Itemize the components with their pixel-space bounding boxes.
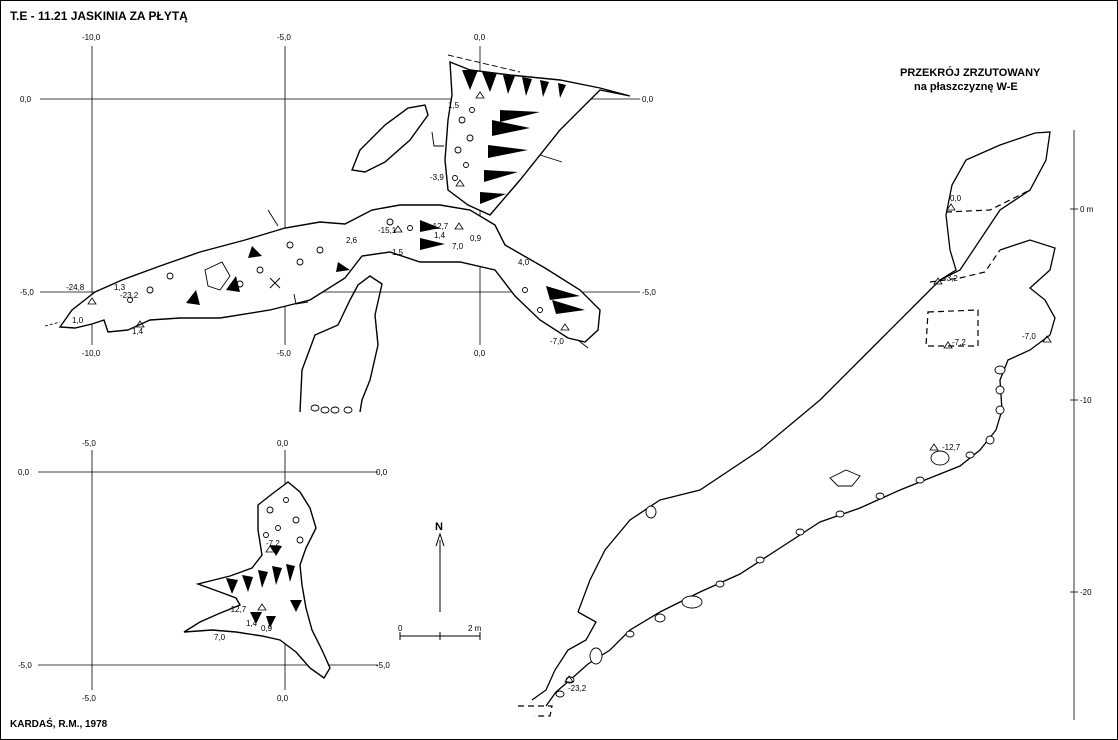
depth-label: 4,0 — [518, 258, 530, 267]
grid-label: 0,0 — [376, 468, 388, 477]
depth-label: -7,2 — [266, 539, 280, 548]
grid-label: -5,0 — [82, 439, 96, 448]
grid-label: -5,0 — [277, 349, 291, 358]
depth-label: -7,0 — [550, 337, 564, 346]
profile-axis — [1070, 130, 1078, 720]
grid-label: -10,0 — [82, 33, 101, 42]
plan-main-markers — [44, 54, 589, 349]
north-arrow — [435, 532, 445, 612]
profile-blocks — [555, 365, 1006, 698]
depth-label: 1,5 — [392, 248, 404, 257]
depth-label: -23,2 — [568, 684, 587, 693]
grid-label: 0,0 — [20, 95, 32, 104]
plan-main-cave — [58, 60, 631, 413]
depth-label: 1,3 — [114, 283, 126, 292]
grid-label: -5,0 — [277, 33, 291, 42]
grid-label: -10,0 — [82, 349, 101, 358]
depth-label: 0,9 — [261, 624, 273, 633]
depth-label: -12,7 — [228, 605, 247, 614]
plan-main-blocks — [127, 107, 543, 414]
grid-label: -5,0 — [642, 288, 656, 297]
profile-tick: -10 — [1080, 396, 1092, 405]
plan-main-hatching — [186, 70, 585, 314]
scale-start: 0 — [398, 624, 403, 633]
profile-stations — [564, 203, 1052, 683]
depth-label: -3,9 — [430, 173, 444, 182]
profile-tick: 0 m — [1080, 205, 1094, 214]
profile-tick: -20 — [1080, 588, 1092, 597]
depth-label: -24,8 — [66, 283, 85, 292]
grid-label: -5,0 — [82, 694, 96, 703]
depth-label: 1,5 — [448, 101, 460, 110]
map-title: T.E - 11.21 JASKINIA ZA PŁYTĄ — [10, 9, 188, 23]
scale-end: 2 m — [468, 624, 482, 633]
depth-label: 0,0 — [950, 194, 962, 203]
depth-label: -12,7 — [942, 443, 961, 452]
plan-detail-blocks — [263, 497, 304, 544]
grid-label: 0,0 — [474, 349, 486, 358]
plan-detail-cave — [183, 481, 331, 680]
scale-bar — [399, 632, 481, 640]
plan-main-stations — [87, 91, 570, 331]
depth-label: 1,4 — [132, 327, 144, 336]
grid-label: 0,0 — [277, 694, 289, 703]
north-label: N — [435, 521, 443, 533]
grid-label: 0,0 — [642, 95, 654, 104]
grid-label: -5,0 — [376, 661, 390, 670]
author-credit: KARDAŚ, R.M., 1978 — [10, 717, 108, 730]
depth-label: 7,0 — [452, 242, 464, 251]
grid-label: -5,0 — [20, 288, 34, 297]
depth-label: -15,1 — [378, 226, 397, 235]
depth-label: 7,0 — [214, 633, 226, 642]
depth-label: 2,6 — [346, 236, 358, 245]
depth-label: -7,2 — [952, 338, 966, 347]
depth-label: -23,2 — [120, 291, 139, 300]
depth-label: 0,9 — [470, 234, 482, 243]
depth-label: 1,0 — [72, 316, 84, 325]
depth-label: -12,7 — [430, 222, 449, 231]
profile-cave — [531, 131, 1056, 707]
depth-label: 1,4 — [246, 619, 258, 628]
depth-label: 1,4 — [434, 231, 446, 240]
grid-label: -5,0 — [18, 661, 32, 670]
plan-detail-grid — [38, 450, 378, 690]
grid-label: 0,0 — [18, 468, 30, 477]
grid-label: 0,0 — [474, 33, 486, 42]
grid-label: 0,0 — [277, 439, 289, 448]
plan-detail-stations — [257, 545, 275, 611]
depth-label: -7,0 — [1022, 332, 1036, 341]
profile-dashed — [518, 189, 1031, 717]
section-title: PRZEKRÓJ ZRZUTOWANY — [900, 66, 1041, 79]
plan-detail-hatching — [226, 545, 302, 628]
depth-label: -3,2 — [944, 274, 958, 283]
section-subtitle: na płaszczyznę W-E — [914, 81, 1018, 93]
